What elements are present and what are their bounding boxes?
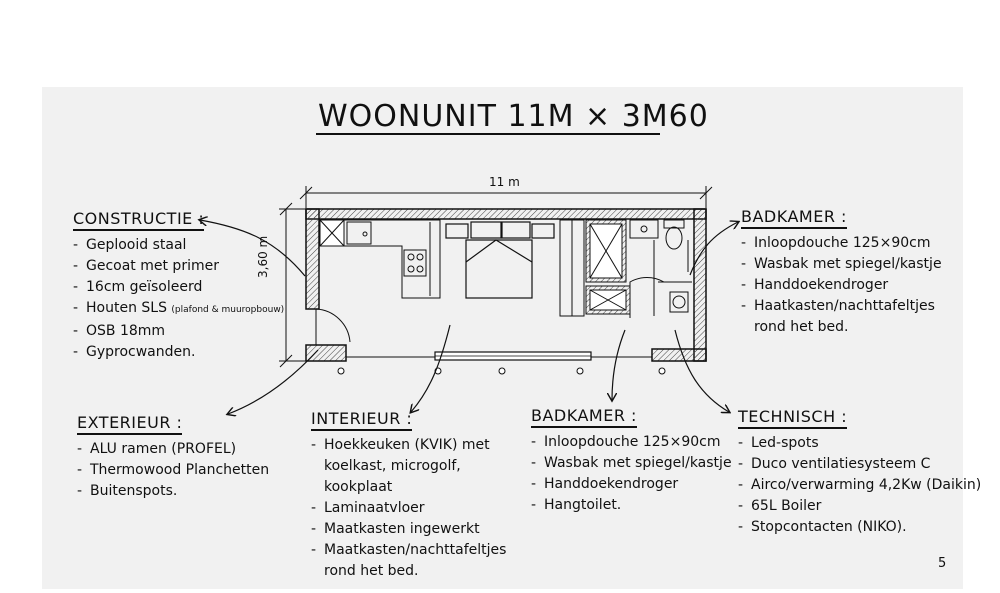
list-item: Haatkasten/nachttafeltjes rond het bed.: [741, 296, 959, 338]
title-underline: [316, 133, 660, 135]
list-item: OSB 18mm: [73, 321, 284, 342]
badkamer-top-heading: BADKAMER :: [741, 207, 847, 229]
list-item: Gyprocwanden.: [73, 342, 284, 363]
list-item: ALU ramen (PROFEL): [77, 439, 269, 460]
list-item: Wasbak met spiegel/kastje: [531, 453, 732, 474]
constructie-heading: CONSTRUCTIE :: [73, 209, 205, 231]
list-item: Hangtoilet.: [531, 495, 732, 516]
length-dimension-line: [299, 186, 713, 208]
badkamer-bottom-heading: BADKAMER :: [531, 406, 637, 428]
badkamer-top-section: BADKAMER : Inloopdouche 125×90cm Wasbak …: [741, 207, 959, 338]
exterieur-section: EXTERIEUR : ALU ramen (PROFEL) Thermowoo…: [77, 413, 269, 502]
corner-kitchen: [319, 219, 441, 299]
list-item: 65L Boiler: [738, 496, 981, 517]
list-item: Laminaatvloer: [311, 498, 524, 519]
exterieur-heading: EXTERIEUR :: [77, 413, 183, 435]
list-item: Stopcontacten (NIKO).: [738, 517, 981, 538]
list-item: Duco ventilatiesysteem C: [738, 454, 981, 475]
list-item: Buitenspots.: [77, 481, 269, 502]
list-item: Led-spots: [738, 433, 981, 454]
page-title: WOONUNIT 11M × 3M60: [318, 99, 709, 134]
list-item: Inloopdouche 125×90cm: [531, 432, 732, 453]
constructie-section: CONSTRUCTIE : Geplooid staal Gecoat met …: [73, 209, 284, 363]
badkamer-bottom-section: BADKAMER : Inloopdouche 125×90cm Wasbak …: [531, 406, 732, 516]
page-number: 5: [938, 556, 947, 571]
entrance-door: [315, 308, 351, 345]
technisch-heading: TECHNISCH :: [738, 407, 848, 429]
list-item: Maatkasten ingewerkt: [311, 519, 524, 540]
technisch-section: TECHNISCH : Led-spots Duco ventilatiesys…: [738, 407, 981, 538]
list-item: Thermowood Planchetten: [77, 460, 269, 481]
exterior-walls: [305, 208, 707, 362]
interieur-heading: INTERIEUR :: [311, 409, 413, 431]
list-item: Geplooid staal: [73, 235, 284, 256]
list-item: Gecoat met primer: [73, 256, 284, 277]
double-bed: [445, 221, 555, 299]
list-item: Handdoekendroger: [741, 275, 959, 296]
bathroom-layout: [585, 219, 692, 318]
outdoor-spots: [337, 367, 666, 375]
list-item: Wasbak met spiegel/kastje: [741, 254, 959, 275]
list-item: Maatkasten/nachttafeltjes rond het bed.: [311, 540, 519, 582]
list-item: Hoekkeuken (KVIK) met koelkast, microgol…: [311, 435, 524, 498]
built-in-wardrobes: [559, 219, 585, 317]
length-label: 11 m: [489, 175, 520, 189]
list-item: Handdoekendroger: [531, 474, 732, 495]
list-item: Airco/verwarming 4,2Kw (Daikin): [738, 475, 981, 496]
list-item: Houten SLS (plafond & muuropbouw): [73, 298, 284, 321]
list-item: Inloopdouche 125×90cm: [741, 233, 959, 254]
interieur-section: INTERIEUR : Hoekkeuken (KVIK) met koelka…: [311, 409, 524, 582]
list-item: 16cm geïsoleerd: [73, 277, 284, 298]
